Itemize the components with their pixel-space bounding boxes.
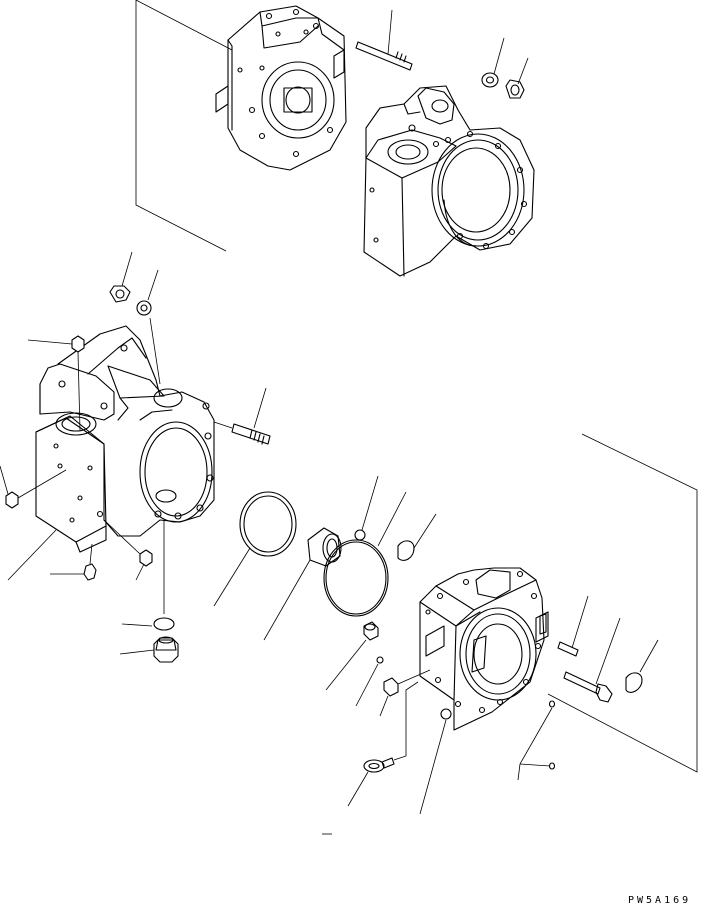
rear-cover-plate	[216, 6, 346, 170]
plug-bolt-left	[0, 466, 66, 508]
pump-case	[364, 86, 534, 276]
needle-bearing	[264, 528, 341, 640]
o-ring-small-2	[355, 476, 378, 540]
ball	[356, 657, 383, 706]
washer-left	[137, 270, 160, 384]
plug-screw	[380, 670, 430, 716]
snap-ring	[214, 492, 296, 606]
top-group-bracket-line	[136, 0, 232, 251]
eye-bolt	[348, 682, 418, 806]
nut-top	[506, 58, 528, 98]
dowel-pin	[326, 622, 378, 690]
mounting-stud-top	[356, 10, 412, 70]
small-pins	[518, 701, 555, 780]
o-ring-large	[324, 492, 406, 616]
seal-plate	[398, 514, 436, 560]
o-ring-small	[122, 520, 174, 630]
right-group-bracket-line	[548, 434, 697, 772]
nut-left	[110, 252, 132, 302]
bolt	[564, 618, 620, 702]
drawing-code-label: PW5A169	[628, 895, 692, 906]
plug-bolt-side	[8, 520, 152, 580]
plug-bolt-lower	[50, 544, 96, 580]
washer-top	[482, 38, 504, 87]
valve-body	[36, 326, 214, 552]
seal-plate-right	[626, 640, 658, 692]
pin	[558, 596, 588, 656]
end-cover	[420, 568, 548, 814]
plug-fitting	[120, 637, 178, 662]
mounting-stud-side	[214, 388, 270, 444]
plug-bolt-top	[28, 336, 84, 430]
